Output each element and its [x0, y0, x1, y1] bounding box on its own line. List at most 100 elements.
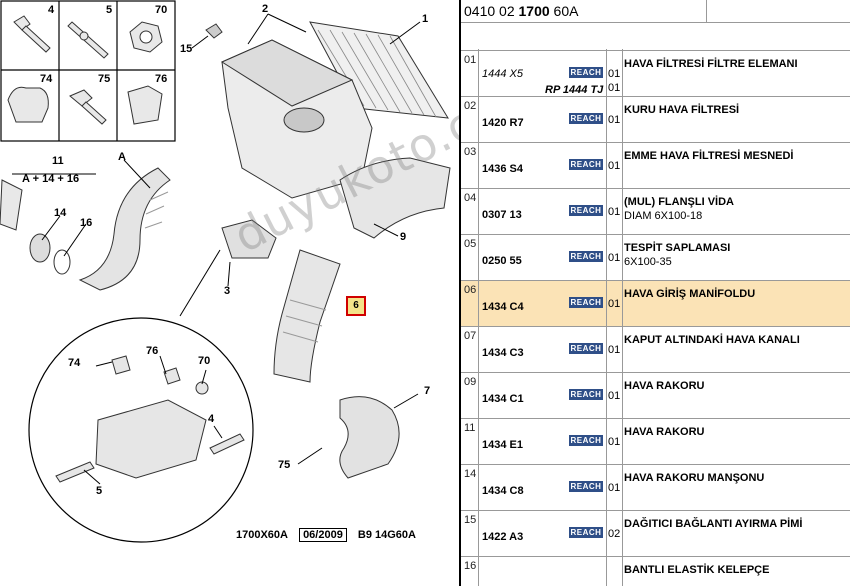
- part-number-suffix: 60A: [549, 3, 579, 19]
- row-quantity: 01: [608, 436, 621, 448]
- row-quantity: 01: [608, 298, 621, 310]
- row-index: 01: [464, 54, 477, 66]
- callout-7: 7: [424, 385, 431, 397]
- row-description: HAVA RAKORU MANŞONU: [624, 472, 765, 484]
- callout-4: 4: [208, 413, 215, 425]
- exploded-diagram: 4 5 70 74 75 76 1 2 15 11 A + 14 + 16 A …: [0, 0, 460, 543]
- callout-1: 1: [422, 13, 429, 25]
- diagram-drawing: [0, 0, 451, 543]
- footer-ref-code: 1700X60A: [236, 529, 288, 541]
- panel-divider: [459, 0, 461, 586]
- col-divider-1: [478, 49, 479, 586]
- reach-badge: REACH: [569, 159, 603, 170]
- row-reference[interactable]: 1434 E1: [482, 439, 523, 451]
- footer-variant-code: B9 14G60A: [357, 529, 416, 541]
- footer-date: 06/2009: [299, 528, 347, 542]
- thumb-label-76: 76: [155, 73, 168, 85]
- row-description: HAVA RAKORU: [624, 426, 705, 438]
- row-reference[interactable]: 0250 55: [482, 255, 522, 267]
- row-quantity: 01: [608, 482, 621, 494]
- thumb-label-4: 4: [48, 4, 55, 16]
- row-description: HAVA RAKORU: [624, 380, 705, 392]
- row-quantity: 01: [608, 344, 621, 356]
- row-reference[interactable]: 1434 C3: [482, 347, 524, 359]
- callout-14: 14: [54, 207, 67, 219]
- row-index: 05: [464, 238, 477, 250]
- row-sub-description: 6X100-35: [624, 256, 672, 268]
- callout-2: 2: [262, 3, 269, 15]
- row-index: 09: [464, 376, 477, 388]
- parts-table: 0410 02 1700 60A 01 1444 X5 RP 1444 TJ REAC…: [461, 0, 850, 586]
- row-index: 07: [464, 330, 477, 342]
- row-index: 03: [464, 146, 477, 158]
- callout-11: 11: [52, 155, 64, 167]
- part-number-bold: 1700: [518, 3, 550, 19]
- row-description: TESPİT SAPLAMASI: [624, 242, 731, 254]
- table-header-space: [461, 23, 850, 51]
- reach-badge: REACH: [569, 251, 603, 262]
- callout-70: 70: [198, 355, 211, 367]
- reach-badge: REACH: [569, 527, 603, 538]
- reach-badge: REACH: [569, 481, 603, 492]
- row-reference[interactable]: 0307 13: [482, 209, 522, 221]
- row-quantity: 01: [608, 252, 621, 264]
- row-quantity-alt: 01: [608, 82, 621, 94]
- callout-16: 16: [80, 217, 93, 229]
- row-index: 14: [464, 468, 477, 480]
- row-index: 06: [464, 284, 477, 296]
- reach-badge: REACH: [569, 67, 603, 78]
- part-number-prefix: 0410 02: [464, 3, 519, 19]
- part-number-header: 0410 02 1700 60A: [461, 0, 850, 23]
- thumb-label-75: 75: [98, 73, 111, 85]
- callout-A: A: [118, 151, 126, 163]
- hotspot-part-6[interactable]: 6: [346, 296, 366, 316]
- row-reference[interactable]: 1434 C8: [482, 485, 524, 497]
- row-description: KURU HAVA FİLTRESİ: [624, 104, 740, 116]
- row-reference[interactable]: 1434 C1: [482, 393, 524, 405]
- row-reference[interactable]: 1444 X5: [482, 68, 523, 80]
- callout-11-formula: A + 14 + 16: [22, 173, 80, 185]
- row-index: 11: [464, 422, 476, 434]
- row-reference[interactable]: 1436 S4: [482, 163, 523, 175]
- callout-9: 9: [400, 231, 407, 243]
- row-reference[interactable]: 1422 A3: [482, 531, 524, 543]
- reach-badge: REACH: [569, 343, 603, 354]
- row-description: KAPUT ALTINDAKİ HAVA KANALI: [624, 334, 800, 346]
- row-quantity: 01: [608, 68, 621, 80]
- row-sub-description: DIAM 6X100-18: [624, 210, 703, 222]
- diagram-footer: 1700X60A 06/2009 B9 14G60A: [236, 528, 424, 542]
- reach-badge: REACH: [569, 435, 603, 446]
- row-description: DAĞITICI BAĞLANTI AYIRMA PİMİ: [624, 518, 803, 530]
- row-reference-alt[interactable]: RP 1444 TJ: [545, 84, 604, 96]
- row-quantity: 02: [608, 528, 621, 540]
- thumb-label-70: 70: [155, 4, 168, 16]
- row-reference[interactable]: 1434 C4: [482, 301, 524, 313]
- col-divider-3: [622, 49, 623, 586]
- callout-5: 5: [96, 485, 103, 497]
- callout-75: 75: [278, 459, 291, 471]
- row-quantity: 01: [608, 114, 621, 126]
- callout-76: 76: [146, 345, 159, 357]
- callout-15: 15: [180, 43, 193, 55]
- row-index: 02: [464, 100, 477, 112]
- row-quantity: 01: [608, 206, 621, 218]
- row-reference[interactable]: 1420 R7: [482, 117, 524, 129]
- row-quantity: 01: [608, 390, 621, 402]
- callout-3: 3: [224, 285, 231, 297]
- reach-badge: REACH: [569, 113, 603, 124]
- row-quantity: 01: [608, 160, 621, 172]
- thumb-label-74: 74: [40, 73, 53, 85]
